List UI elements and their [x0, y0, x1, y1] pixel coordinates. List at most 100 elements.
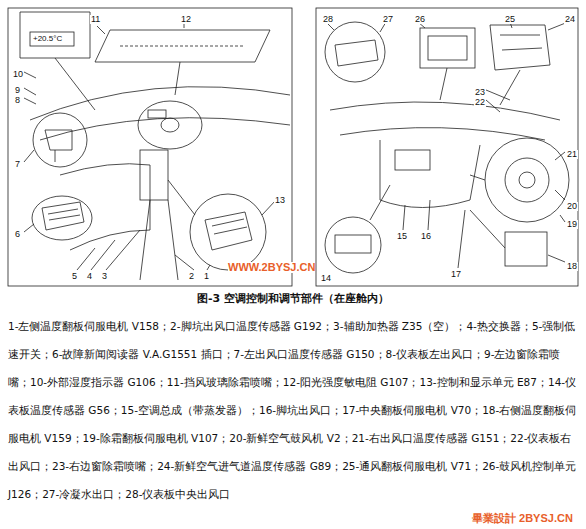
dash-lower [60, 164, 150, 250]
servo-motor [505, 232, 547, 266]
inset-display [20, 12, 90, 58]
callout-number: 1 [203, 272, 210, 281]
inset-sensor [95, 30, 270, 62]
callout-number: 8 [14, 96, 21, 105]
part-description: 12-阳光强度敏电阻 G107； [283, 376, 420, 388]
callout-number: 11 [90, 15, 101, 24]
inset-circle [485, 138, 569, 222]
part-description: 1-左侧温度翻板伺服电机 V158； [8, 320, 170, 332]
callout-number: 26 [414, 15, 426, 24]
part-description: 16-脚坑出风口； [259, 404, 342, 416]
leader-line [168, 180, 195, 215]
control-unit [205, 212, 252, 250]
leader-line [55, 58, 95, 110]
callout-number: 9 [14, 86, 21, 95]
part-description: 3-辅助加热器 Z35（空）； [333, 320, 466, 332]
callout-number: 7 [14, 160, 21, 169]
blower-control-unit [420, 28, 475, 68]
callout-number: 14 [320, 274, 332, 283]
part-description: 23-右边窗除霜喷嘴； [52, 460, 157, 472]
display-reading: +20.5°C [33, 35, 62, 43]
callout-number: 19 [566, 220, 578, 229]
callout-number: 27 [382, 15, 394, 24]
dashboard-edge [340, 128, 545, 140]
vent [148, 110, 166, 118]
part-description: 7-左出风口温度传感器 G150； [234, 348, 386, 360]
unit-detail [428, 36, 467, 60]
inset-circle [325, 22, 385, 82]
dashboard-edge [330, 102, 560, 120]
inset-circle [32, 196, 92, 240]
callout-number: 12 [180, 15, 192, 24]
callout-number: 6 [14, 230, 21, 239]
leader-line [77, 230, 210, 270]
leader-line [403, 200, 465, 268]
servo-motor [490, 25, 550, 70]
callout-number: 20 [566, 202, 578, 211]
callout-number: 24 [564, 15, 576, 24]
callout-number: 10 [12, 70, 24, 79]
unit-box [395, 150, 430, 170]
part-description: 2-脚坑出风口温度传感器 G192； [170, 320, 333, 332]
part-description: 24-新鲜空气进气道温度传感器 G89； [157, 460, 342, 472]
callout-number: 15 [396, 232, 408, 241]
panel-frame [316, 8, 578, 286]
callout-number: 5 [71, 272, 78, 281]
part-description: 10-外部湿度指示器 G106； [30, 376, 167, 388]
callout-number: 4 [86, 272, 93, 281]
leader-line [470, 175, 505, 248]
callout-number: 13 [274, 196, 286, 205]
leader-line [24, 16, 184, 232]
dashboard-edge [40, 118, 290, 140]
part-description: 27-冷凝水出口； [42, 488, 125, 500]
inset-circle [33, 113, 87, 167]
part-description: 13-控制和显示单元 E87； [420, 376, 548, 388]
dashboard-edge [30, 87, 290, 120]
legend-paragraph: 1-左侧温度翻板伺服电机 V158；2-脚坑出风口温度传感器 G192；3-辅助… [8, 312, 580, 508]
part-description: 4-热交换器； [466, 320, 531, 332]
part-description: 15-空调总成（带蒸发器）； [121, 404, 259, 416]
callout-number: 28 [322, 15, 334, 24]
inset-circle [190, 194, 266, 270]
inset-circle [325, 217, 381, 273]
callout-number: 17 [450, 270, 462, 279]
blower-fan [505, 158, 549, 202]
callout-number: 16 [420, 232, 432, 241]
console [380, 140, 480, 208]
callout-number: 23 [474, 88, 486, 97]
socket-pins [48, 209, 80, 220]
center-console [140, 150, 168, 200]
leader-line [370, 185, 390, 220]
part-description: 20-新鲜空气鼓风机 V2； [229, 432, 351, 444]
steering-hub [161, 118, 179, 132]
callout-number: 22 [474, 98, 486, 107]
steering-wheel [138, 101, 202, 149]
callout-number: 18 [566, 262, 578, 271]
console-side [140, 200, 178, 280]
panel-frame [8, 8, 292, 286]
figure-caption: 图-3 空调控制和调节部件（在座舱内） [0, 291, 586, 306]
blower-hub [519, 172, 535, 188]
callout-number: 2 [188, 272, 195, 281]
leader-line [175, 62, 180, 95]
part-description: 28-仪表板中央出风口 [125, 488, 230, 500]
part-description: 8-仪表板左出风口； [386, 348, 484, 360]
part-description: 11-挡风玻璃除霜喷嘴； [167, 376, 283, 388]
servo-detail [500, 35, 542, 50]
watermark: 畢業設計 2BYSJ.CN [470, 513, 575, 524]
sensor-panel [335, 235, 371, 253]
defrost-slot [120, 46, 245, 47]
callout-number: 21 [566, 150, 578, 159]
callout-number: 25 [504, 15, 516, 24]
part-description: 25-通风翻板伺服电机 V71； [342, 460, 482, 472]
part-description: 17-中央翻板伺服电机 V70； [342, 404, 482, 416]
part-description: 21-右出风口温度传感器 G151； [352, 432, 511, 444]
part-description: 19-除霜翻板伺服电机 V107； [83, 432, 230, 444]
sensor-symbol [45, 130, 72, 162]
diagnostic-socket [42, 202, 84, 230]
leader-line [326, 22, 568, 32]
callout-number: 3 [101, 272, 108, 281]
vent-grille [335, 40, 378, 66]
display-window [30, 32, 74, 46]
leader-line [486, 90, 565, 262]
